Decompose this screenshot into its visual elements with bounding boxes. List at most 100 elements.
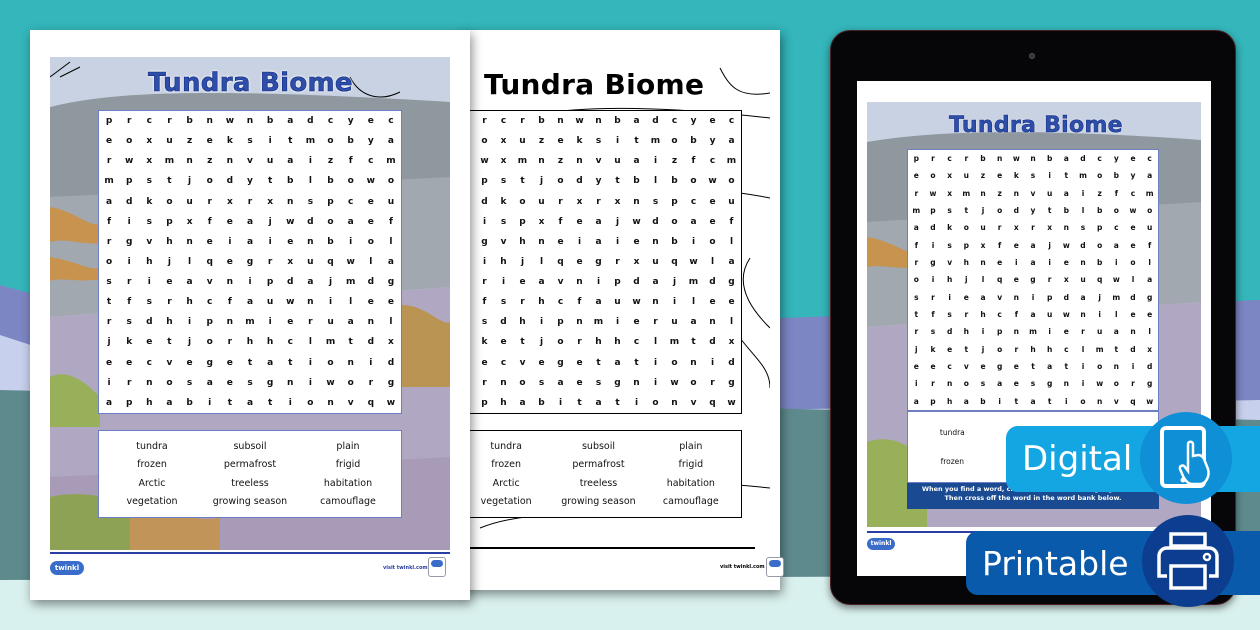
grid-letter[interactable]: t	[1047, 396, 1052, 406]
grid-letter[interactable]: d	[1080, 154, 1086, 164]
grid-letter[interactable]: n	[1013, 188, 1019, 198]
grid-letter[interactable]: x	[1147, 344, 1153, 354]
grid-letter[interactable]: a	[1147, 275, 1153, 285]
grid-letter[interactable]: n	[980, 188, 986, 198]
grid-letter[interactable]: i	[998, 396, 1001, 406]
grid-letter[interactable]: t	[1047, 206, 1052, 216]
grid-letter[interactable]: i	[931, 240, 935, 250]
grid-letter[interactable]: o	[997, 344, 1003, 354]
grid-letter[interactable]: o	[963, 223, 969, 233]
grid-letter[interactable]: i	[1015, 258, 1018, 268]
grid-letter[interactable]: b	[1113, 171, 1119, 181]
grid-letter[interactable]: l	[981, 275, 985, 285]
grid-letter[interactable]: m	[1029, 327, 1037, 337]
grid-letter[interactable]: o	[1130, 258, 1136, 268]
grid-letter[interactable]: s	[930, 327, 936, 337]
grid-letter[interactable]: r	[964, 310, 969, 320]
grid-letter[interactable]: f	[1014, 310, 1018, 320]
grid-letter[interactable]: e	[1013, 275, 1019, 285]
grid-letter[interactable]: w	[1096, 379, 1104, 389]
grid-letter[interactable]: e	[1063, 258, 1069, 268]
grid-letter[interactable]: v	[997, 292, 1003, 302]
grid-letter[interactable]: l	[1115, 310, 1118, 320]
grid-letter[interactable]: n	[1080, 310, 1086, 320]
grid-letter[interactable]: h	[1030, 344, 1036, 354]
grid-letter[interactable]: y	[1130, 171, 1136, 181]
grid-letter[interactable]: b	[1096, 206, 1103, 216]
grid-letter[interactable]: r	[964, 154, 969, 164]
grid-letter[interactable]: q	[1096, 275, 1103, 285]
grid-letter[interactable]: d	[930, 223, 936, 233]
grid-letter[interactable]: e	[947, 344, 953, 354]
grid-letter[interactable]: e	[1130, 240, 1136, 250]
grid-letter[interactable]: r	[914, 258, 919, 268]
grid-letter[interactable]: b	[1046, 154, 1053, 164]
grid-letter[interactable]: w	[929, 188, 937, 198]
grid-letter[interactable]: u	[1080, 275, 1086, 285]
grid-letter[interactable]: a	[913, 223, 919, 233]
grid-letter[interactable]: w	[1146, 396, 1154, 406]
grid-letter[interactable]: q	[1130, 396, 1136, 406]
grid-letter[interactable]: u	[1146, 223, 1153, 233]
grid-letter[interactable]: o	[913, 275, 919, 285]
grid-letter[interactable]: m	[912, 206, 921, 216]
grid-letter[interactable]: n	[1063, 223, 1069, 233]
grid-letter[interactable]: e	[1147, 310, 1153, 320]
grid-letter[interactable]: h	[946, 396, 953, 406]
grid-letter[interactable]: l	[1081, 206, 1085, 216]
grid-letter[interactable]: w	[1062, 310, 1070, 320]
grid-letter[interactable]: a	[1030, 240, 1036, 250]
grid-letter[interactable]: i	[1131, 362, 1135, 372]
grid-letter[interactable]: v	[1030, 188, 1036, 198]
grid-letter[interactable]: c	[947, 154, 952, 164]
grid-letter[interactable]: i	[948, 292, 951, 302]
grid-letter[interactable]: o	[1147, 206, 1153, 216]
grid-letter[interactable]: x	[1013, 223, 1019, 233]
grid-letter[interactable]: p	[996, 327, 1003, 337]
grid-letter[interactable]: h	[946, 275, 953, 285]
grid-letter[interactable]: r	[931, 379, 935, 389]
grid-letter[interactable]: o	[997, 206, 1003, 216]
grid-letter[interactable]: v	[1113, 396, 1119, 406]
grid-letter[interactable]: i	[1081, 379, 1085, 389]
grid-letter[interactable]: i	[1081, 362, 1085, 372]
grid-letter[interactable]: p	[930, 206, 936, 216]
grid-letter[interactable]: c	[1097, 154, 1102, 164]
grid-letter[interactable]: g	[1030, 275, 1036, 285]
grid-letter[interactable]: a	[980, 292, 986, 302]
grid-letter[interactable]: i	[1115, 258, 1118, 268]
grid-letter[interactable]: v	[947, 258, 953, 268]
grid-letter[interactable]: u	[1046, 188, 1053, 198]
grid-letter[interactable]: h	[980, 310, 986, 320]
grid-letter[interactable]: z	[1097, 188, 1102, 198]
grid-letter[interactable]: h	[963, 327, 969, 337]
grid-letter[interactable]: x	[1047, 223, 1053, 233]
grid-letter[interactable]: a	[1063, 188, 1069, 198]
grid-letter[interactable]: i	[1065, 396, 1068, 406]
grid-letter[interactable]: f	[914, 240, 918, 250]
grid-letter[interactable]: l	[1131, 275, 1135, 285]
grid-letter[interactable]: g	[996, 362, 1003, 372]
grid-letter[interactable]: m	[962, 188, 971, 198]
grid-letter[interactable]: z	[980, 171, 986, 181]
grid-letter[interactable]: n	[996, 154, 1003, 164]
grid-letter[interactable]: r	[997, 223, 1002, 233]
grid-letter[interactable]: s	[1080, 223, 1086, 233]
grid-letter[interactable]: s	[1030, 171, 1036, 181]
grid-letter[interactable]: e	[1013, 240, 1019, 250]
grid-letter[interactable]: t	[964, 344, 969, 354]
grid-letter[interactable]: d	[1146, 362, 1153, 372]
grid-letter[interactable]: c	[1147, 154, 1152, 164]
grid-letter[interactable]: u	[963, 171, 969, 181]
grid-letter[interactable]: i	[1081, 188, 1085, 198]
grid-letter[interactable]: f	[1114, 188, 1118, 198]
grid-letter[interactable]: r	[1131, 379, 1135, 389]
grid-letter[interactable]: w	[1129, 206, 1137, 216]
grid-letter[interactable]: x	[947, 171, 953, 181]
printable-badge[interactable]: Printable	[966, 515, 1260, 607]
grid-letter[interactable]: z	[997, 188, 1002, 198]
grid-letter[interactable]: s	[947, 206, 952, 216]
grid-letter[interactable]: f	[931, 310, 935, 320]
grid-letter[interactable]: w	[1062, 240, 1070, 250]
